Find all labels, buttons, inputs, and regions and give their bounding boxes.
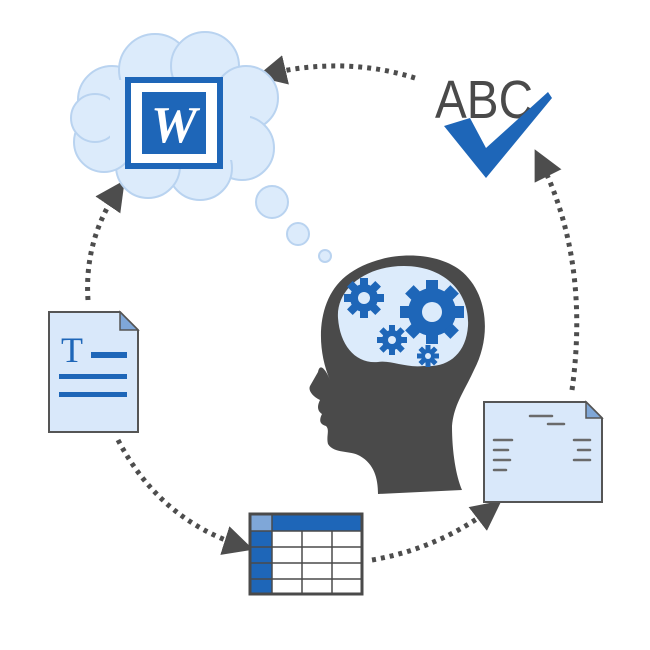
- thought-bubble-large: [255, 185, 289, 219]
- text-doc-line: [59, 374, 127, 379]
- arrow-textdoc-to-table: [115, 438, 254, 555]
- text-doc-cursor: [91, 352, 127, 358]
- word-letter: W: [151, 97, 201, 154]
- spreadsheet-header-column: [251, 515, 272, 593]
- text-document-icon: T: [48, 310, 140, 433]
- spreadsheet-header-row: [251, 515, 361, 532]
- gears: [344, 278, 464, 367]
- spellcheck-letters: ABC: [435, 70, 533, 130]
- head-silhouette: [309, 255, 485, 494]
- arrow-table-to-paper: [371, 500, 502, 563]
- gear-icon: [377, 325, 407, 355]
- cycle-arrows: [85, 55, 580, 563]
- gear-icon: [344, 278, 384, 318]
- arrow-paper-to-spellcheck: [534, 149, 580, 391]
- gear-icon: [417, 345, 439, 367]
- arrow-textdoc-to-word: [85, 180, 125, 301]
- checkmark-icon: [444, 92, 552, 178]
- text-doc-line: [59, 392, 127, 397]
- text-doc-letter: T: [61, 330, 83, 370]
- thought-bubble-medium: [286, 222, 310, 246]
- thought-bubbles: [255, 185, 332, 263]
- spreadsheet-icon: [248, 512, 364, 596]
- word-document-icon: W: [125, 77, 223, 169]
- paper-document-icon: [483, 400, 604, 503]
- arrow-spellcheck-to-word: [256, 55, 416, 85]
- spellcheck-icon: ABC: [435, 70, 552, 178]
- thought-bubble-small: [318, 249, 332, 263]
- gear-icon: [400, 280, 464, 344]
